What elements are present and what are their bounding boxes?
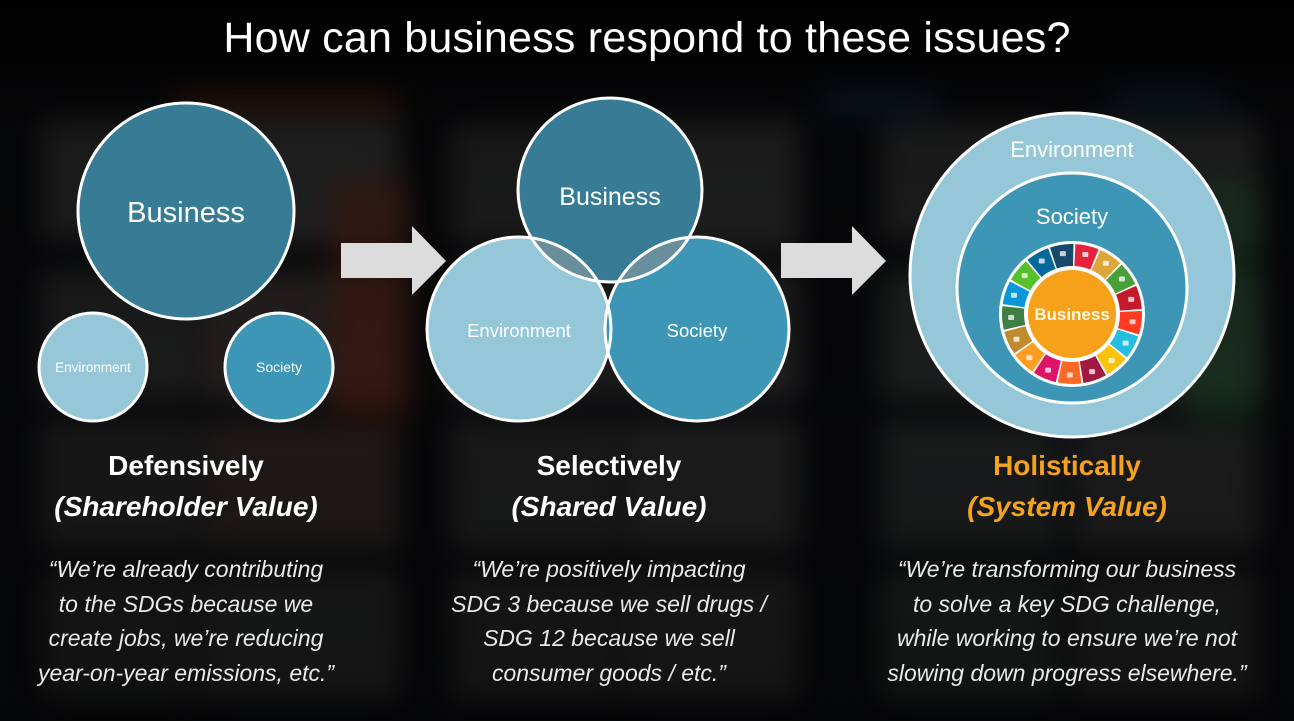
sdg-goal-6-icon	[1122, 340, 1129, 346]
sdg-goal-14-icon	[1010, 292, 1017, 298]
sdg-goal-13-icon	[1008, 315, 1015, 321]
subheading-shared-value: (Shared Value)	[511, 491, 707, 522]
sdg-goal-17-icon	[1059, 251, 1066, 257]
society-circle	[223, 311, 335, 423]
sdg-goal-11-icon	[1026, 355, 1033, 361]
right-arrow-icon	[781, 226, 886, 295]
sdg-goal-4-icon	[1128, 296, 1135, 302]
heading-selectively: Selectively	[536, 450, 682, 481]
subheading-system-value: (System Value)	[967, 491, 1167, 522]
business-label: Business	[127, 197, 245, 229]
heading-holistically: Holistically	[993, 450, 1141, 481]
sdg-goal-3-icon	[1118, 276, 1125, 282]
caption-holistic: Holistically (System Value) “We’re trans…	[857, 446, 1277, 690]
sdg-goal-12-icon	[1013, 336, 1020, 342]
panel-selective-diagram: Business Environment Society	[425, 96, 791, 423]
right-arrow-icon	[341, 226, 446, 295]
society-label: Society	[256, 359, 302, 375]
heading-defensively: Defensively	[108, 450, 264, 481]
business-label: Business	[1034, 305, 1110, 324]
slide-title: How can business respond to these issues…	[223, 14, 1071, 62]
quote-selective: “We’re positively impacting SDG 3 becaus…	[451, 556, 767, 686]
subheading-shareholder-value: (Shareholder Value)	[54, 491, 318, 522]
environment-circle	[427, 237, 611, 421]
caption-selective: Selectively (Shared Value) “We’re positi…	[399, 446, 819, 690]
environment-circle	[37, 311, 149, 423]
sdg-goal-15-icon	[1021, 273, 1028, 279]
business-core-circle	[1026, 268, 1118, 360]
panel-defensive-diagram: Business Environment Society	[37, 101, 335, 423]
environment-label: Environment	[467, 320, 571, 341]
environment-outline	[425, 235, 613, 423]
sdg-goal-1-icon	[1082, 251, 1089, 257]
environment-label: Environment	[55, 360, 131, 375]
caption-defensive: Defensively (Shareholder Value) “We’re a…	[0, 446, 396, 690]
environment-label: Environment	[1010, 137, 1134, 162]
society-circle	[605, 237, 789, 421]
sdg-goal-5-icon	[1129, 319, 1136, 325]
quote-holistic: “We’re transforming our business to solv…	[887, 556, 1247, 686]
quote-defensive: “We’re already contributing to the SDGs …	[37, 556, 335, 686]
sdg-goal-10-icon	[1044, 367, 1051, 373]
sdg-goal-2-icon	[1102, 260, 1109, 266]
business-circle	[518, 98, 702, 282]
society-label: Society	[1036, 204, 1108, 229]
business-circle	[76, 101, 296, 321]
sdg-goal-16-icon	[1038, 258, 1045, 264]
business-label: Business	[559, 183, 660, 211]
society-outline	[603, 235, 791, 423]
sdg-goal-7-icon	[1108, 357, 1115, 363]
sdg-goal-17-segment	[1049, 244, 1074, 269]
sdg-wheel	[1001, 244, 1142, 384]
panel-holistic-diagram: Environment Society Business	[908, 111, 1236, 439]
sdg-goal-8-icon	[1089, 369, 1096, 375]
sdg-goal-9-icon	[1066, 372, 1073, 378]
society-label: Society	[667, 320, 728, 341]
business-outline	[516, 96, 704, 284]
